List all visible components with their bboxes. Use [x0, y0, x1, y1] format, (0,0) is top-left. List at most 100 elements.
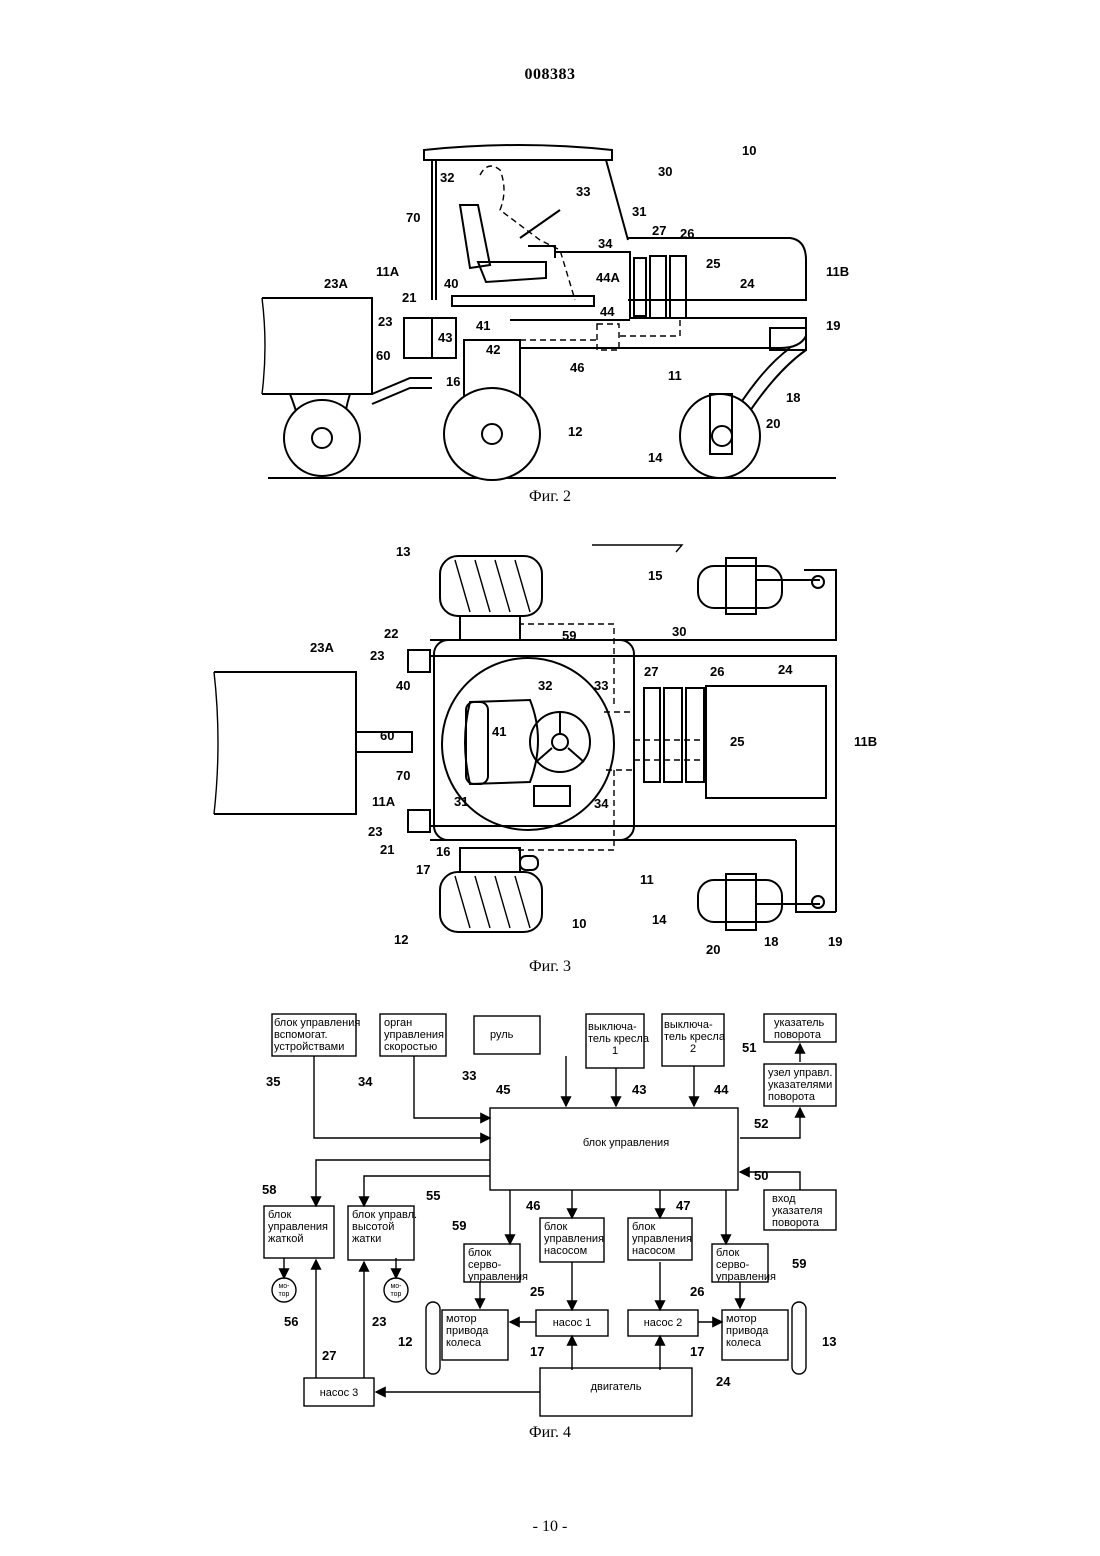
ref-34: 34 [594, 796, 609, 811]
front-right-wheel [440, 872, 542, 932]
ref-31: 31 [632, 204, 646, 219]
ref-19: 19 [826, 318, 840, 333]
ref-51: 51 [742, 1040, 756, 1055]
block-text-seat-sw2: 2 [690, 1043, 696, 1055]
ref-40: 40 [396, 678, 410, 693]
block-text-header-height: жатки [352, 1233, 381, 1245]
ref-60: 60 [380, 728, 394, 743]
figure-2-caption: Фиг. 2 [0, 488, 1100, 506]
figure-3-caption: Фиг. 3 [0, 958, 1100, 976]
ref-24: 24 [740, 276, 755, 291]
block-text-speed-ctrl: скоростью [384, 1041, 437, 1053]
ref-52: 52 [754, 1116, 768, 1131]
ref-23A: 23A [310, 640, 334, 655]
ref-33: 33 [462, 1068, 476, 1083]
ref-16: 16 [446, 374, 460, 389]
block-text-pump3: насос 3 [320, 1387, 359, 1399]
rear-caster-bottom [698, 880, 782, 922]
ref-32: 32 [538, 678, 552, 693]
ref-21: 21 [380, 842, 394, 857]
ref-11: 11 [640, 872, 654, 887]
block-text-servo2: серво- [716, 1259, 750, 1271]
fig3-reference-numbers: 13 15 59 22 30 23A 23 27 26 24 40 32 33 … [310, 544, 877, 957]
block-text-pump2: насос 2 [644, 1317, 683, 1329]
block-text-pump-ctrl2: управления [632, 1233, 692, 1245]
ref-17-right: 17 [690, 1344, 704, 1359]
ref-22: 22 [384, 626, 398, 641]
ref-18: 18 [764, 934, 778, 949]
rear-caster-top [698, 566, 782, 608]
ref-23-bottom: 23 [368, 824, 382, 839]
ref-70: 70 [396, 768, 410, 783]
ref-26: 26 [690, 1284, 704, 1299]
ref-41: 41 [492, 724, 506, 739]
ref-10: 10 [572, 916, 586, 931]
ref-25: 25 [706, 256, 720, 271]
figure-3-top-view: 13 15 59 22 30 23A 23 27 26 24 40 32 33 … [0, 525, 1100, 975]
block-text-wheel-motor1: колеса [446, 1337, 482, 1349]
ref-12: 12 [568, 424, 582, 439]
block-text-main-ctrl: блок управления [583, 1137, 669, 1149]
ref-12: 12 [394, 932, 408, 947]
ref-47: 47 [676, 1198, 690, 1213]
ref-23-top: 23 [370, 648, 384, 663]
block-text-wheel: руль [490, 1029, 514, 1041]
block-text-seat-sw2: тель кресла [664, 1031, 726, 1043]
block-text-engine: двигатель [591, 1381, 642, 1393]
block-text-header-ctrl: жаткой [268, 1233, 303, 1245]
ref-27: 27 [644, 664, 658, 679]
block-text-pump-ctrl1: блок [544, 1221, 567, 1233]
block-text-seat-sw2: выключа- [664, 1019, 713, 1031]
block-main-control [490, 1108, 738, 1190]
block-text-pump-ctrl2: блок [632, 1221, 655, 1233]
ref-55: 55 [426, 1188, 440, 1203]
ref-30: 30 [672, 624, 686, 639]
figure-2-side-view: 10 30 32 33 31 70 34 27 26 25 24 11A 11B… [0, 0, 1100, 490]
ref-17: 17 [416, 862, 430, 877]
ref-26: 26 [710, 664, 724, 679]
block-text-aux-ctrl: блок управления [274, 1017, 360, 1029]
header-attachment [262, 298, 372, 394]
figure-4-block-diagram: блок управлениявспомогат.устройствамиорг… [0, 1000, 1100, 1420]
fig4-block-texts: блок управлениявспомогат.устройствамиорг… [268, 1017, 832, 1399]
ref-11A: 11A [372, 794, 396, 809]
block-text-turn-ind: поворота [774, 1029, 822, 1041]
ref-21: 21 [402, 290, 416, 305]
ref-10: 10 [742, 143, 756, 158]
block-text-servo1: управления [468, 1271, 528, 1283]
ref-50: 50 [754, 1168, 768, 1183]
ref-33: 33 [576, 184, 590, 199]
ref-31: 31 [454, 794, 468, 809]
block-text-header-height: высотой [352, 1221, 394, 1233]
ref-30: 30 [658, 164, 672, 179]
block-text-seat-sw1: 1 [612, 1045, 618, 1057]
ref-27: 27 [322, 1348, 336, 1363]
block-text-servo2: управления [716, 1271, 776, 1283]
block-text-aux-ctrl: устройствами [274, 1041, 344, 1053]
ref-11A: 11A [376, 264, 400, 279]
ref-20: 20 [706, 942, 720, 957]
ref-44A: 44A [596, 270, 620, 285]
block-text-motor-a: мо- [278, 1283, 290, 1290]
ref-70: 70 [406, 210, 420, 225]
ref-13: 13 [822, 1334, 836, 1349]
ref-56: 56 [284, 1314, 298, 1329]
engine-block [706, 686, 826, 798]
ref-26: 26 [680, 226, 694, 241]
ref-43: 43 [438, 330, 452, 345]
block-text-wheel-motor2: мотор [726, 1313, 757, 1325]
ref-35: 35 [266, 1074, 280, 1089]
block-text-wheel-motor2: колеса [726, 1337, 762, 1349]
ref-23: 23 [372, 1314, 386, 1329]
block-text-wheel-motor1: мотор [446, 1313, 477, 1325]
ref-15: 15 [648, 568, 662, 583]
header-wheel [284, 400, 360, 476]
ref-25: 25 [730, 734, 744, 749]
figure-4-caption: Фиг. 4 [0, 1424, 1100, 1442]
ref-34: 34 [598, 236, 613, 251]
block-text-pump-ctrl1: насосом [544, 1245, 587, 1257]
block-text-servo1: блок [468, 1247, 491, 1259]
block-text-seat-sw1: тель кресла [588, 1033, 650, 1045]
block-text-turn-input: поворота [772, 1217, 820, 1229]
ref-17-left: 17 [530, 1344, 544, 1359]
